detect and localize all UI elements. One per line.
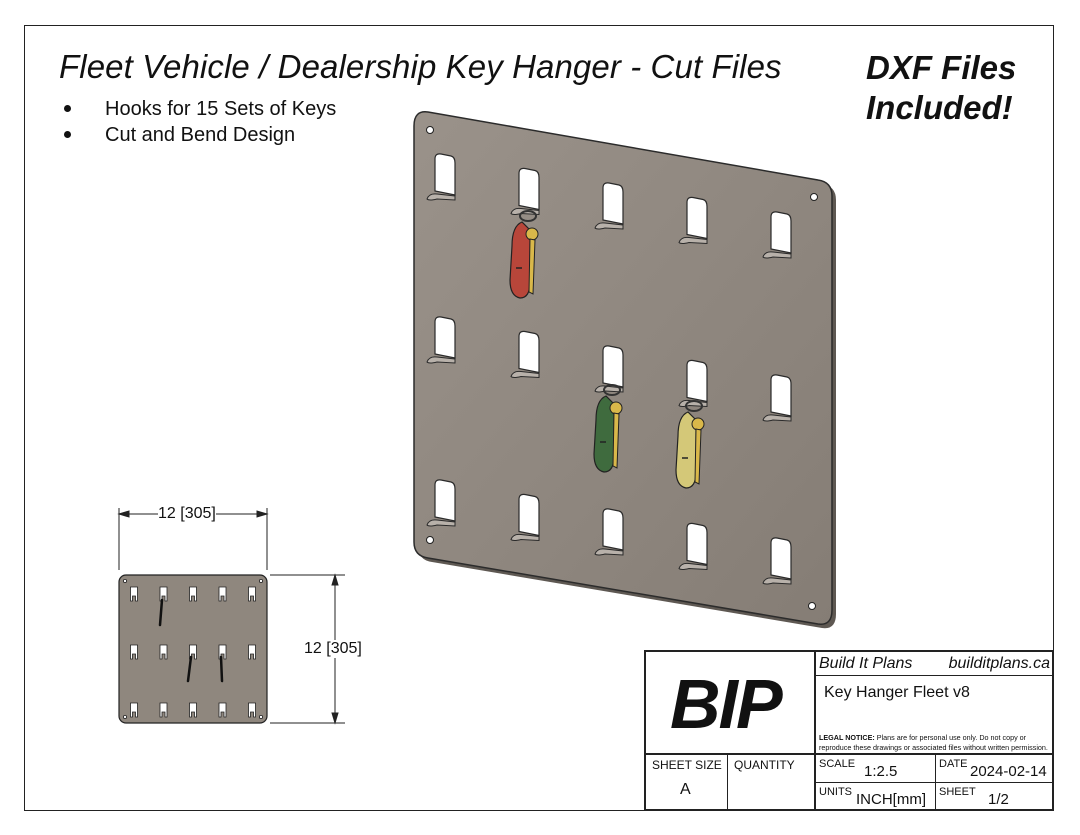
mounting-hole (426, 126, 434, 134)
sheet-size-cell: SHEET SIZE A (646, 755, 728, 811)
arrow-icon (331, 712, 339, 725)
legal-text: Plans are for personal use only. Do not … (819, 733, 1048, 752)
hook (510, 167, 540, 216)
feature-text: Hooks for 15 Sets of Keys (105, 98, 337, 120)
logo: BIP (646, 652, 816, 755)
dxf-badge: DXF Files Included! (866, 48, 1016, 128)
scale-cell: SCALE 1:2.5 (816, 755, 936, 783)
key-sets (509, 210, 705, 489)
hook (762, 211, 792, 259)
mounting-hole (426, 536, 434, 544)
arrow-icon (331, 573, 339, 586)
hooks (426, 153, 792, 585)
key-silhouette (158, 598, 164, 627)
drawing-info: Key Hanger Fleet v8 LEGAL NOTICE: Plans … (816, 676, 1054, 755)
bullet-icon (64, 105, 71, 112)
quantity-cell: QUANTITY (728, 755, 816, 811)
sheet-value: 1/2 (988, 791, 1009, 808)
mounting-holes (426, 126, 818, 610)
hook-slot (189, 702, 197, 718)
sheet-label: SHEET (939, 786, 976, 798)
key (528, 238, 536, 295)
title-block: BIP Build It Plans builditplans.ca Key H… (644, 650, 1054, 811)
hook-slot (248, 586, 256, 602)
mounting-hole (808, 602, 816, 610)
key-set (593, 384, 623, 473)
scale-label: SCALE (819, 758, 856, 770)
hook (678, 522, 708, 571)
quantity-label: QUANTITY (734, 758, 795, 772)
key (612, 412, 620, 469)
bullet-icon (64, 131, 71, 138)
legal-label: LEGAL NOTICE: (819, 733, 875, 742)
mounting-hole (810, 193, 818, 201)
hook-slots (130, 586, 256, 718)
width-dimension-label: 12 [305] (158, 505, 216, 523)
key-silhouettes (158, 598, 224, 683)
arrow-icon (117, 510, 130, 518)
sheet-border (24, 25, 1054, 811)
key-set (509, 210, 539, 299)
legal-notice: LEGAL NOTICE: Plans are for personal use… (819, 733, 1053, 753)
mounting-hole (122, 579, 127, 584)
hook (678, 196, 708, 245)
page-title: Fleet Vehicle / Dealership Key Hanger - … (59, 48, 782, 85)
hook-slot (218, 702, 227, 718)
dxf-badge-line1: DXF Files (866, 49, 1017, 86)
company-name: Build It Plans (819, 655, 913, 672)
orthographic-view (117, 508, 345, 725)
hook-slot (248, 702, 256, 718)
hook (426, 153, 456, 201)
hook-slot (218, 586, 227, 602)
drawing-name: Key Hanger Fleet v8 (824, 684, 970, 701)
hook-slot (130, 586, 138, 602)
date-label: DATE (939, 758, 968, 770)
hook (762, 374, 792, 422)
hook (594, 345, 624, 393)
key-silhouette (219, 655, 224, 683)
sheet-size-label: SHEET SIZE (652, 758, 722, 772)
hook-slot (248, 644, 256, 660)
company-website: builditplans.ca (948, 655, 1050, 672)
key-hanger-render (413, 111, 836, 629)
hook-slot (159, 702, 168, 718)
height-dimension-label: 12 [305] (304, 640, 362, 658)
dxf-badge-line2: Included! (866, 89, 1013, 126)
feature-text: Cut and Bend Design (105, 124, 296, 146)
date-cell: DATE 2024-02-14 (936, 755, 1054, 783)
scale-value: 1:2.5 (864, 763, 898, 780)
units-value: INCH[mm] (856, 791, 926, 808)
hook (426, 316, 456, 364)
hook (594, 182, 624, 230)
sheet-size-value: A (680, 781, 691, 798)
key-set (675, 400, 705, 489)
mounting-holes (122, 579, 263, 719)
units-cell: UNITS INCH[mm] (816, 783, 936, 811)
company-row: Build It Plans builditplans.ca (816, 652, 1054, 676)
hook (510, 330, 540, 379)
mounting-hole (122, 714, 127, 719)
logo-text: BIP (670, 665, 783, 743)
mounting-hole (258, 579, 263, 584)
date-value: 2024-02-14 (970, 763, 1047, 780)
hook-slot (189, 586, 197, 602)
arrow-icon (256, 510, 269, 518)
units-label: UNITS (819, 786, 852, 798)
hook (594, 508, 624, 556)
key-silhouette (186, 655, 193, 683)
hook (762, 537, 792, 585)
hook-slot (130, 644, 138, 660)
hook-slot (130, 702, 138, 718)
hook (510, 493, 540, 542)
mounting-hole (258, 714, 263, 719)
hook-slot (159, 644, 168, 660)
sheet-cell: SHEET 1/2 (936, 783, 1054, 811)
key (694, 428, 702, 485)
hook (426, 479, 456, 527)
